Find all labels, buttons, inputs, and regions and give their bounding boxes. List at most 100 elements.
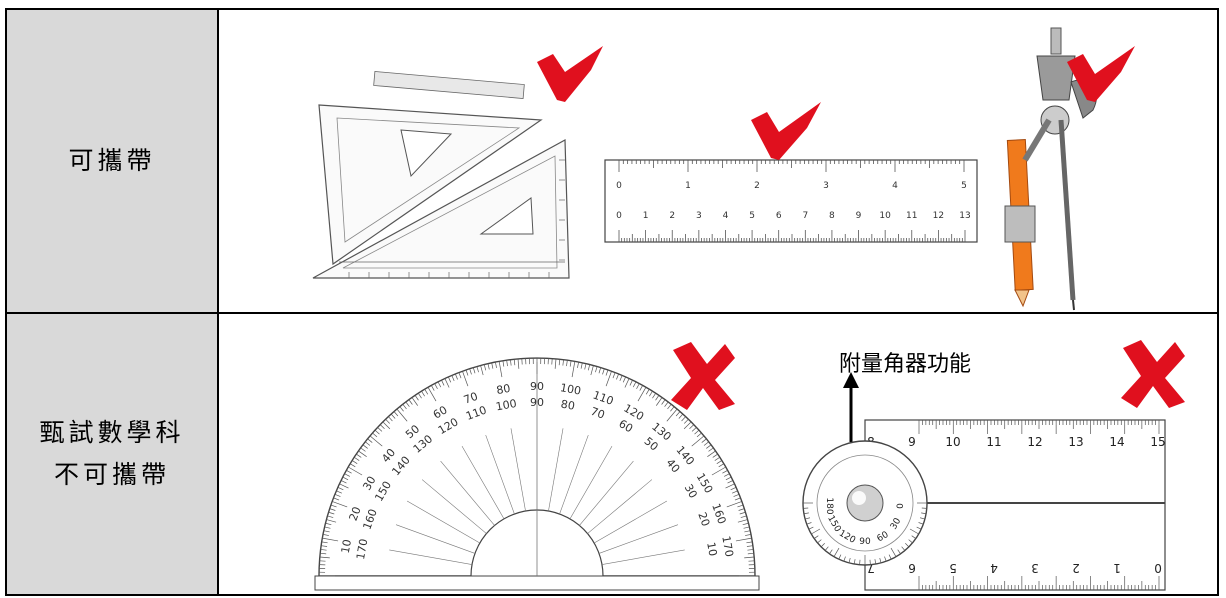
protractor-tick bbox=[730, 487, 737, 491]
protractor-tick bbox=[735, 537, 752, 542]
protractor-tick bbox=[746, 541, 753, 544]
ruler-cm-label: 5 bbox=[749, 211, 755, 221]
protractor-tick bbox=[725, 483, 735, 489]
protractor-tick bbox=[451, 375, 455, 381]
protractor-tick bbox=[595, 366, 598, 373]
protractor-tick bbox=[337, 487, 344, 491]
dial-tick bbox=[874, 559, 877, 565]
protractor-tick bbox=[326, 519, 337, 523]
protractor-ray bbox=[559, 434, 589, 515]
protractor-tick bbox=[738, 508, 745, 511]
protractor-tick bbox=[629, 379, 633, 386]
protractor-tick bbox=[691, 435, 705, 447]
protractor-tick bbox=[332, 501, 348, 508]
protractor-tick bbox=[683, 421, 692, 430]
dial-tick bbox=[803, 512, 809, 515]
protractor-tick bbox=[580, 362, 583, 369]
protractor-tick bbox=[718, 463, 725, 468]
protractor-tick bbox=[487, 363, 490, 370]
protractor-tick bbox=[414, 395, 419, 401]
dial-tick bbox=[811, 528, 821, 535]
protractor-inner-label: 100 bbox=[495, 397, 518, 413]
protractor-ray bbox=[510, 428, 526, 512]
protractor-tick bbox=[726, 501, 742, 508]
protractor-inner-label: 170 bbox=[354, 538, 370, 561]
protractor-tick bbox=[455, 373, 458, 380]
protractor-ray bbox=[548, 428, 564, 512]
protractor-tick bbox=[476, 366, 479, 373]
protractor-tick bbox=[388, 416, 393, 422]
protractor-tick bbox=[675, 411, 681, 417]
protractor-tick bbox=[448, 376, 452, 383]
dial-tick bbox=[853, 559, 856, 565]
cross-mark-icon-1 bbox=[671, 342, 735, 410]
dial-tick bbox=[905, 543, 910, 548]
protractor-tick bbox=[327, 515, 334, 518]
not-allowed-label-line1: 甄試數學科 bbox=[39, 418, 185, 447]
combo-ruler-bottom-label: 1 bbox=[1113, 561, 1121, 575]
protractor-tick bbox=[716, 460, 723, 464]
protractor-tick bbox=[590, 365, 594, 376]
protractor-tick bbox=[584, 363, 587, 370]
dial-tick bbox=[901, 546, 906, 551]
dial-tick bbox=[909, 528, 919, 535]
protractor-tick bbox=[374, 429, 380, 435]
protractor-tick bbox=[744, 530, 751, 533]
protractor-tick bbox=[336, 490, 342, 494]
dial-tick bbox=[817, 539, 822, 544]
ruler-cm-label: 7 bbox=[802, 211, 808, 221]
protractor-outer-label: 100 bbox=[559, 381, 582, 397]
protractor-tick bbox=[616, 373, 619, 380]
protractor-tick bbox=[330, 504, 337, 508]
protractor-tick bbox=[325, 522, 332, 526]
dial-tick bbox=[843, 556, 846, 562]
protractor-tick bbox=[714, 456, 721, 461]
protractor-tick bbox=[480, 365, 484, 376]
protractor-tick bbox=[427, 387, 437, 402]
protractor-tick bbox=[469, 368, 472, 375]
protractor-tick bbox=[323, 530, 330, 533]
combo-ruler-top-label: 13 bbox=[1068, 435, 1083, 449]
protractor-tick bbox=[411, 397, 418, 406]
protractor-tick bbox=[558, 359, 561, 366]
protractor-tick bbox=[636, 383, 640, 389]
protractor-ray bbox=[594, 500, 668, 544]
protractor-tick bbox=[517, 358, 520, 369]
protractor-tick bbox=[405, 401, 410, 407]
protractor-tick bbox=[602, 368, 605, 375]
protractor-tick bbox=[725, 476, 732, 481]
check-mark-icon-2 bbox=[751, 102, 821, 160]
protractor-tick bbox=[342, 476, 349, 481]
protractor-tick bbox=[722, 470, 728, 474]
protractor-tick bbox=[441, 379, 445, 386]
protractor-tick bbox=[664, 401, 669, 407]
protractor-tick bbox=[321, 541, 328, 544]
combo-ruler-bottom-label: 3 bbox=[1031, 561, 1039, 575]
protractor-tick bbox=[569, 360, 572, 367]
protractor-tick bbox=[358, 450, 367, 457]
protractor-tick bbox=[745, 534, 752, 536]
protractor-inner-label: 80 bbox=[560, 398, 576, 413]
protractor-tick bbox=[742, 522, 749, 526]
protractor-tick bbox=[711, 466, 726, 476]
protractor-tick bbox=[566, 360, 568, 367]
ruler-cm-label: 3 bbox=[696, 211, 702, 221]
ruler-cm-label: 4 bbox=[723, 211, 729, 221]
protractor-tick bbox=[649, 390, 653, 397]
protractor-tick bbox=[605, 369, 609, 376]
protractor-tick bbox=[321, 545, 328, 547]
protractor-tick bbox=[344, 473, 350, 477]
dial-tick bbox=[921, 512, 927, 515]
combo-ruler-top-label: 12 bbox=[1027, 435, 1042, 449]
protractor-tick bbox=[396, 408, 408, 422]
protractor-inner-label: 60 bbox=[616, 417, 635, 435]
protractor-ray bbox=[440, 460, 495, 526]
protractor-ray bbox=[598, 524, 679, 554]
protractor-tick bbox=[732, 490, 738, 494]
protractor-tick bbox=[498, 361, 503, 378]
protractor-outer-label: 20 bbox=[347, 505, 364, 523]
combo-ruler-top-label: 11 bbox=[986, 435, 1001, 449]
protractor-ray bbox=[579, 460, 634, 526]
protractor-tick bbox=[706, 444, 712, 449]
